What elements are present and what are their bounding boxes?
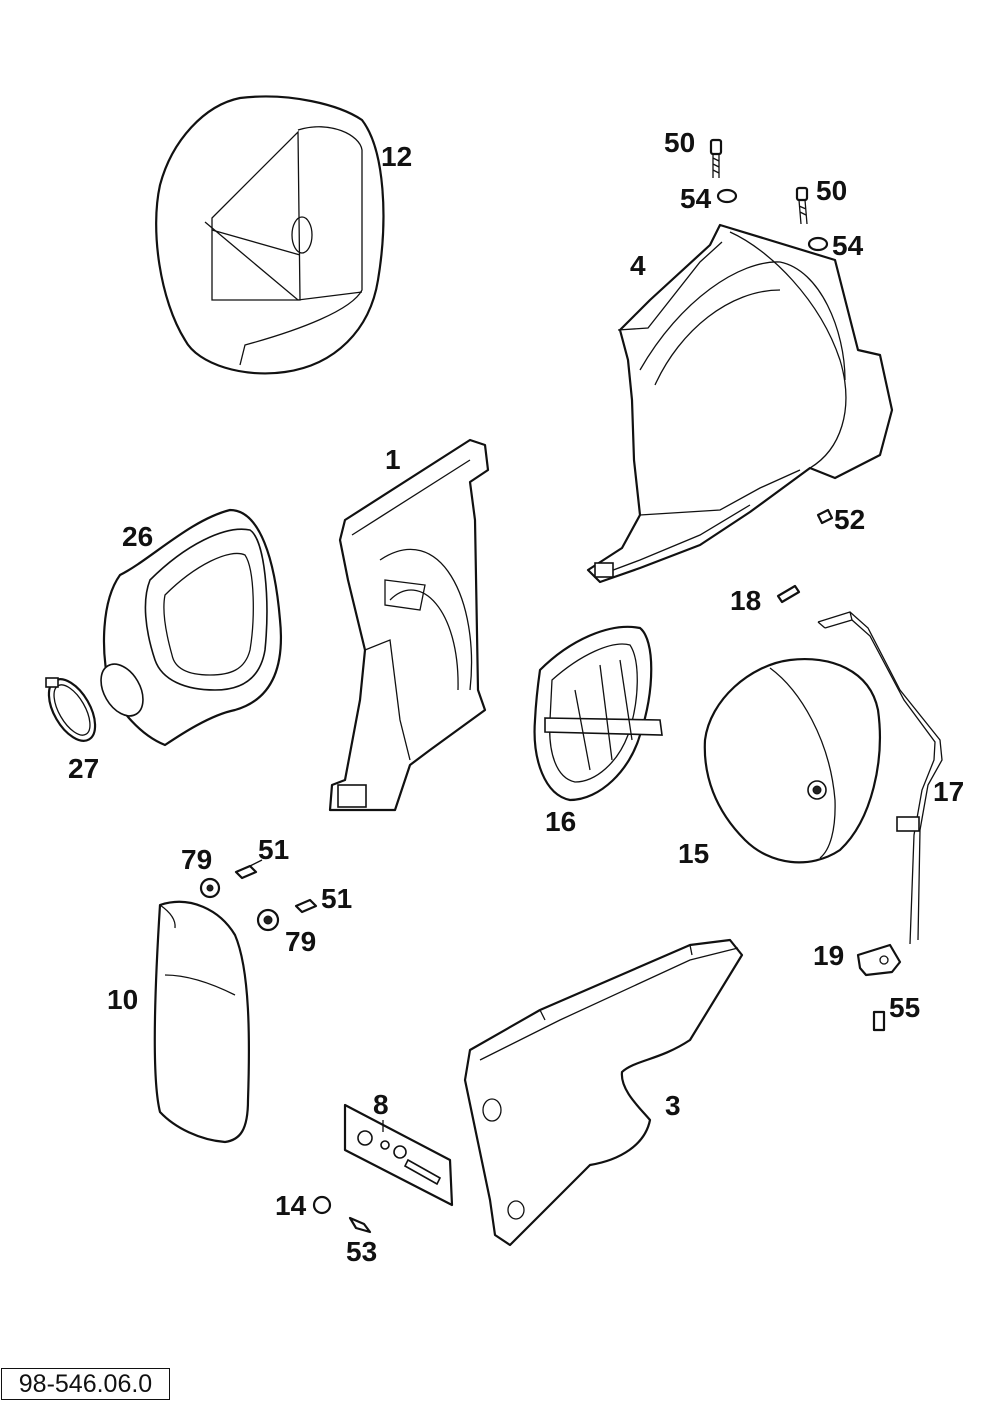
callout-12: 12 (381, 141, 413, 172)
callout-14: 14 (275, 1190, 307, 1221)
callout-79-lower: 79 (285, 926, 317, 957)
part-51-screw-lower (294, 898, 318, 914)
part-52-screw (816, 508, 834, 525)
callout-17: 17 (933, 776, 965, 807)
part-14-nut (312, 1195, 332, 1215)
part-12-filter-cover (155, 95, 385, 375)
part-8-mounting-kit (343, 1103, 454, 1207)
part-51-screw-upper (234, 859, 263, 880)
callout-51-lower: 51 (321, 883, 353, 914)
callout-54-upper: 54 (680, 183, 712, 214)
part-26-intake-boot (100, 508, 282, 747)
part-10-side-panel (153, 900, 251, 1144)
callout-54-right: 54 (832, 230, 864, 261)
part-16-filter-cage (533, 625, 663, 802)
part-50-bolt-upper (709, 138, 723, 178)
part-15-air-filter (703, 658, 881, 864)
part-53-screw (348, 1216, 372, 1234)
callout-50-upper: 50 (664, 127, 696, 158)
callout-52: 52 (834, 504, 866, 535)
callout-1: 1 (385, 444, 401, 475)
callout-15: 15 (678, 838, 710, 869)
part-54-washer-upper (716, 188, 738, 204)
callout-4: 4 (630, 250, 646, 281)
callout-3: 3 (665, 1090, 681, 1121)
callout-79-upper: 79 (181, 844, 213, 875)
part-19-bracket (856, 943, 902, 977)
part-79-grommet-upper (199, 877, 221, 899)
callout-27: 27 (68, 753, 100, 784)
callout-16: 16 (545, 806, 577, 837)
callout-8: 8 (373, 1089, 389, 1120)
part-54-washer-right (807, 236, 829, 252)
reference-code: 98-546.06.0 (1, 1368, 170, 1400)
part-17-filter-holder (817, 611, 943, 945)
callout-50-right: 50 (816, 175, 848, 206)
part-4-airbox-housing (586, 223, 894, 584)
part-79-grommet-lower (256, 908, 280, 932)
part-18-pin (776, 584, 801, 604)
part-1-airbox-frame (328, 438, 490, 812)
callout-53: 53 (346, 1236, 378, 1267)
part-50-bolt-right (795, 186, 809, 225)
callout-10: 10 (107, 984, 139, 1015)
callout-51-upper: 51 (258, 834, 290, 865)
part-55-screw (872, 1010, 886, 1032)
part-27-hose-clamp (45, 677, 97, 742)
callout-19: 19 (813, 940, 845, 971)
part-3-side-cover (463, 938, 744, 1247)
callout-18: 18 (730, 585, 762, 616)
callout-26: 26 (122, 521, 154, 552)
callout-55: 55 (889, 992, 921, 1023)
